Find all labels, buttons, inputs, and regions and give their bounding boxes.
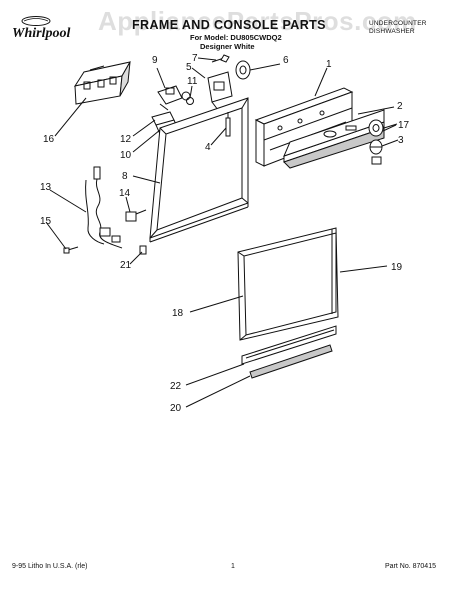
footer-part-number: Part No. 870415	[385, 563, 436, 570]
part-15-screw	[63, 246, 79, 254]
leader-lines	[45, 57, 399, 408]
part-4-door-spring	[225, 112, 231, 137]
part-17-knob	[368, 119, 384, 137]
brand-name: Whirlpool	[12, 26, 71, 41]
part-6-knob-hub	[235, 60, 251, 80]
part-14-switch	[125, 209, 147, 222]
callout-18: 18	[172, 308, 184, 319]
callout-13: 13	[40, 182, 52, 193]
part-7-screw	[211, 54, 230, 63]
part-19-door-panel	[237, 227, 339, 341]
callout-12: 12	[120, 134, 132, 145]
callout-8: 8	[122, 171, 128, 182]
part-13-wire-harness	[85, 166, 123, 249]
callout-19: 19	[391, 262, 403, 273]
callout-labels: 1 2 3 4 5 6 7 8 9 10 11 12 13 14 15 16 1…	[40, 53, 410, 414]
callout-16: 16	[43, 134, 55, 145]
model-number: For Model: DU805CWDQ2	[190, 33, 282, 42]
callout-11: 11	[187, 76, 198, 87]
callout-7: 7	[192, 53, 198, 64]
callout-17: 17	[398, 120, 410, 131]
part-1-console-panel	[254, 87, 354, 167]
model-color: Designer White	[200, 42, 255, 51]
part-3-push-button	[369, 139, 383, 155]
part-5-switch-block	[207, 71, 233, 111]
callout-4: 4	[205, 142, 211, 153]
callout-14: 14	[119, 188, 131, 199]
callout-3: 3	[398, 135, 404, 146]
callout-20: 20	[170, 403, 182, 414]
callout-15: 15	[40, 216, 52, 227]
part-8-door-frame	[149, 97, 249, 243]
callout-21: 21	[120, 260, 132, 271]
part-22-trim-strip	[241, 325, 337, 365]
callout-10: 10	[120, 150, 132, 161]
callout-6: 6	[283, 55, 289, 66]
part-9-door-latch	[157, 85, 191, 111]
footer-litho: 9-95 Litho In U.S.A. (rle)	[12, 563, 88, 570]
callout-5: 5	[186, 62, 192, 73]
callout-1: 1	[326, 59, 332, 70]
part-16-switch-bracket	[73, 61, 131, 105]
whirlpool-logo-icon	[21, 16, 51, 26]
part-20-bottom-trim	[249, 344, 333, 379]
page-title: FRAME AND CONSOLE PARTS	[132, 18, 326, 32]
part-2-control-panel	[283, 109, 385, 169]
callout-9: 9	[152, 55, 158, 66]
part-switch-cap	[371, 156, 382, 165]
appliance-type-line-2: DISHWASHER	[369, 28, 415, 35]
callout-2: 2	[397, 101, 403, 112]
callout-22: 22	[170, 381, 182, 392]
part-11-clip	[186, 97, 194, 105]
footer-page-number: 1	[231, 563, 235, 570]
appliance-type-line-1: UNDERCOUNTER	[369, 20, 427, 27]
part-21-bracket	[139, 245, 147, 255]
